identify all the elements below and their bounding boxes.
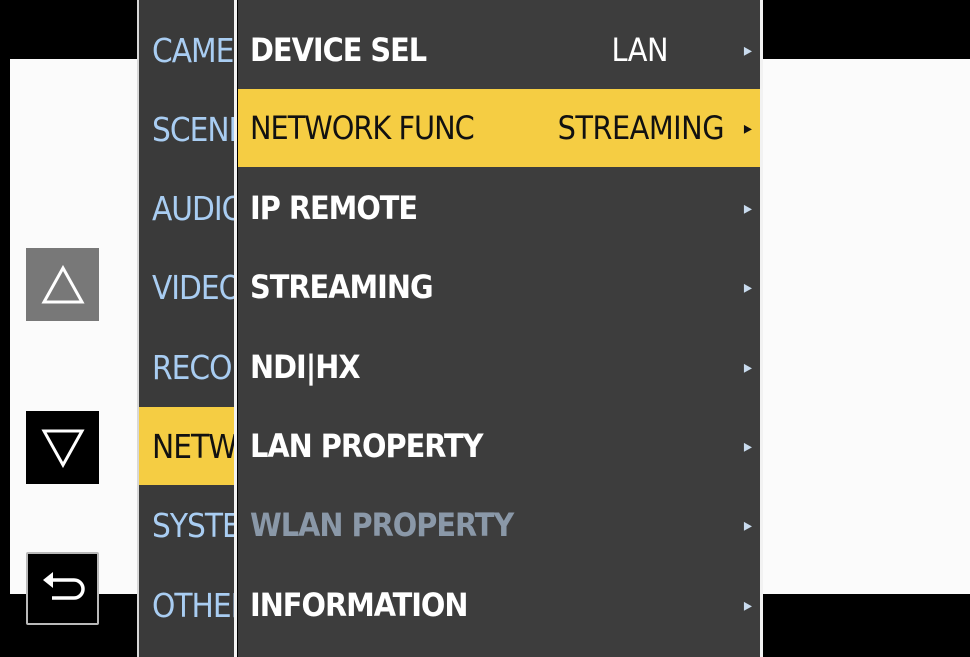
- menu-item-value: STREAMING: [557, 109, 725, 147]
- arrow-right-icon: ▸: [743, 276, 752, 298]
- triangle-down-outline-icon: [40, 429, 85, 468]
- arrow-right-icon: ▸: [743, 594, 752, 616]
- category-label: SYSTEM: [152, 505, 235, 545]
- menu-item-wlan-property: WLAN PROPERTY ▸: [238, 485, 760, 565]
- arrow-right-icon: ▸: [743, 39, 752, 61]
- menu-item-device-sel[interactable]: DEVICE SEL LAN ▸: [238, 10, 760, 90]
- menu-item-label: DEVICE SEL: [250, 31, 427, 69]
- category-list: CAMERA SCENE FILE AUDIO VIDEO OUT RECORD…: [137, 0, 235, 657]
- menu-item-label: WLAN PROPERTY: [250, 506, 514, 544]
- category-label: NETWORK: [152, 426, 235, 466]
- category-label: AUDIO: [152, 188, 235, 228]
- menu-item-label: IP REMOTE: [250, 189, 418, 227]
- menu-item-network-func[interactable]: NETWORK FUNC STREAMING ▸: [238, 89, 760, 167]
- frame-left-area: [10, 59, 137, 594]
- category-label: SCENE FILE: [152, 109, 235, 149]
- category-label: CAMERA: [152, 30, 235, 70]
- category-label: VIDEO OUT: [152, 267, 235, 307]
- menu-item-label: INFORMATION: [250, 586, 468, 624]
- scroll-up-button[interactable]: [26, 248, 99, 321]
- frame-right-area: [762, 59, 970, 594]
- category-item-audio[interactable]: AUDIO: [139, 168, 235, 248]
- category-label: RECORDING: [152, 347, 235, 387]
- column-divider-left: [234, 0, 237, 657]
- triangle-up-outline-icon: [40, 264, 85, 303]
- arrow-right-icon: ▸: [743, 117, 752, 139]
- category-item-others[interactable]: OTHERS: [139, 565, 235, 645]
- menu-item-label: NDI|HX: [250, 348, 361, 386]
- menu-item-label: STREAMING: [250, 268, 434, 306]
- menu-item-value: LAN: [611, 31, 669, 69]
- return-arrow-icon: [42, 571, 85, 600]
- category-label: OTHERS: [152, 585, 235, 625]
- column-divider-right: [760, 0, 763, 657]
- arrow-right-icon: ▸: [743, 197, 752, 219]
- category-item-recording[interactable]: RECORDING: [139, 327, 235, 407]
- category-item-video[interactable]: VIDEO OUT: [139, 247, 235, 327]
- submenu-list: DEVICE SEL LAN ▸ NETWORK FUNC STREAMING …: [238, 0, 760, 657]
- menu-item-label: LAN PROPERTY: [250, 427, 483, 465]
- category-item-system[interactable]: SYSTEM: [139, 485, 235, 565]
- arrow-right-icon: ▸: [743, 356, 752, 378]
- category-item-network[interactable]: NETWORK: [139, 407, 235, 485]
- menu-item-streaming[interactable]: STREAMING ▸: [238, 247, 760, 327]
- category-item-camera[interactable]: CAMERA: [139, 10, 235, 90]
- arrow-right-icon: ▸: [743, 435, 752, 457]
- scroll-down-button[interactable]: [26, 411, 99, 484]
- menu-item-information[interactable]: INFORMATION ▸: [238, 565, 760, 645]
- menu-item-ndi-hx[interactable]: NDI|HX ▸: [238, 327, 760, 407]
- category-item-scene[interactable]: SCENE FILE: [139, 89, 235, 169]
- arrow-right-icon: ▸: [743, 514, 752, 536]
- menu-item-ip-remote[interactable]: IP REMOTE ▸: [238, 168, 760, 248]
- menu-item-label: NETWORK FUNC: [250, 109, 475, 147]
- menu-item-lan-property[interactable]: LAN PROPERTY ▸: [238, 406, 760, 486]
- back-button[interactable]: [26, 552, 99, 625]
